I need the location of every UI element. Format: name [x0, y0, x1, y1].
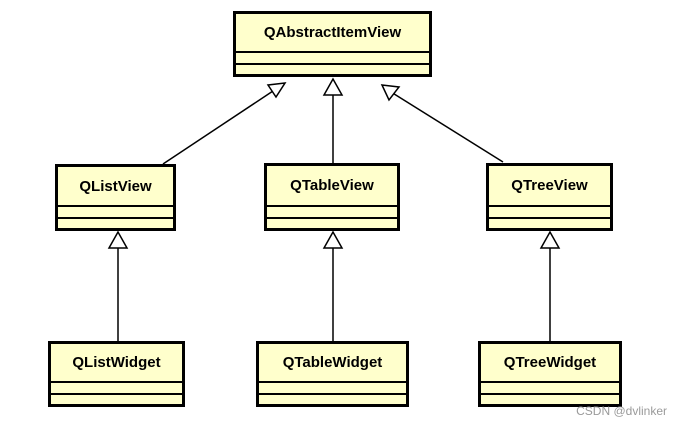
edge-qtreeview-to-qabstractitemview — [390, 91, 504, 163]
class-qtableview: QTableView — [264, 163, 400, 231]
class-qabstractitemview: QAbstractItemView — [233, 11, 432, 77]
class-name: QTableWidget — [259, 344, 406, 383]
inheritance-arrowhead — [539, 230, 561, 249]
class-name: QTableView — [267, 166, 397, 207]
attributes-section — [236, 53, 429, 65]
methods-section — [489, 219, 610, 229]
methods-section — [259, 395, 406, 405]
attributes-section — [58, 207, 173, 219]
class-qtreeview: QTreeView — [486, 163, 613, 231]
attributes-section — [267, 207, 397, 219]
inheritance-arrowhead — [266, 82, 287, 99]
class-name: QListView — [58, 167, 173, 207]
methods-section — [481, 395, 619, 405]
class-qlistview: QListView — [55, 164, 176, 231]
class-qtreewidget: QTreeWidget — [478, 341, 622, 407]
methods-section — [58, 219, 173, 229]
edge-qlistview-to-qabstractitemview — [162, 88, 277, 165]
methods-section — [267, 219, 397, 229]
methods-section — [236, 65, 429, 75]
attributes-section — [259, 383, 406, 395]
inheritance-arrowhead — [322, 230, 344, 249]
class-name: QTreeView — [489, 166, 610, 207]
attributes-section — [489, 207, 610, 219]
class-qlistwidget: QListWidget — [48, 341, 185, 407]
inheritance-arrowhead — [107, 230, 129, 249]
inheritance-arrowhead — [322, 77, 344, 96]
class-name: QAbstractItemView — [236, 14, 429, 53]
attributes-section — [51, 383, 182, 395]
inheritance-arrowhead — [380, 84, 401, 102]
attributes-section — [481, 383, 619, 395]
watermark: CSDN @dvlinker — [576, 404, 667, 418]
methods-section — [51, 395, 182, 405]
class-name: QListWidget — [51, 344, 182, 383]
class-qtablewidget: QTableWidget — [256, 341, 409, 407]
class-name: QTreeWidget — [481, 344, 619, 383]
